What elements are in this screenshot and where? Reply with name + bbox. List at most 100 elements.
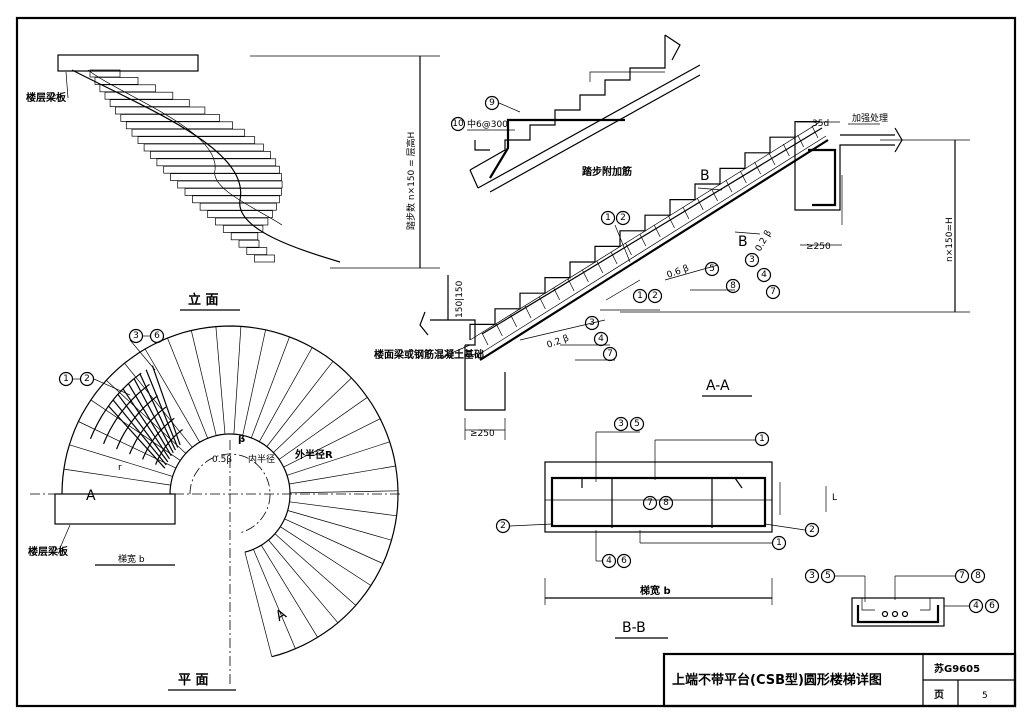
plan-tread-line [233,326,242,435]
plan-landing-beam-label: 楼层梁板 [28,545,69,558]
aa-rebar-tie [754,161,761,175]
plan-tread-line [190,330,217,436]
elevation-landing-leader [65,71,69,99]
elevation-step [177,180,283,189]
svg-text:2: 2 [620,213,626,223]
svg-text:1: 1 [605,213,611,223]
plan-inner-dashed-arc [189,453,271,534]
elevation-inner-curve [87,69,283,226]
plan-rebar-hatch-arc [89,372,142,440]
plan-tread-line [90,399,181,461]
plan-outer-radius-label: 外半径R [294,448,333,461]
plan-tread-line [266,361,334,447]
aa-rebar-top [481,127,823,335]
aa-rebar-tie [725,179,733,193]
tread-rebar-label: 踏步附加筋 [582,165,632,178]
drawing-code: 苏G9605 [934,662,980,675]
plan-tread-line [258,347,313,442]
aa-rebar-tie [682,206,690,220]
aa-bottom-support [464,345,506,411]
svg-text:5: 5 [709,264,715,274]
dim-150-label: 150|150 [455,280,465,318]
aa-callout-1-2-mid: 1 2 [600,279,663,311]
aa-rebar-tie [739,170,747,184]
dim-250-right: ≥250 [806,242,831,252]
svg-text:1: 1 [776,538,782,548]
section-aa: 35d 加强处理 ≥250 n×150=H 150|150 楼面梁或钢筋混凝土基… [374,112,970,440]
aa-callout-06beta: 0.6 β 5 8 [664,261,741,294]
svg-text:0.6 β: 0.6 β [666,263,691,280]
plan-tread-line [278,397,368,460]
elevation-step [137,136,256,144]
svg-text:2: 2 [809,525,815,535]
plan-rebar-hatch-arc [116,395,159,450]
plan-beta-label: β [238,434,245,445]
plan-tread-line [69,444,173,477]
plan-tread-line [280,526,372,586]
aa-rebar-tie [696,197,704,211]
elevation-step [99,84,156,93]
plan-steps [61,325,399,658]
mark-9 [484,95,500,111]
sheet-border [15,16,1017,708]
mark-10 [450,116,466,132]
elevation-landing-beam [57,54,199,72]
bb-width-label: 梯宽 b [640,584,671,597]
aa-slab-top [479,139,829,361]
svg-text:7: 7 [607,349,613,359]
aa-top-support [794,135,895,211]
section-aa-title: A-A [706,378,730,394]
elevation-step [238,239,260,248]
plan-tread-line [63,468,171,486]
plan-tread-line [167,337,209,439]
elevation-steps [89,69,283,263]
plan-tread-line [253,549,296,649]
plan-tread-line [289,465,396,485]
plan-view: 楼层梁板 梯宽 b A A 外半径R 内半径 0.5β β r 1 2 3 6 … [28,325,400,691]
plan-callout-1-2: 1 2 [58,371,131,396]
edge-rebar-detail: 3 5 7 8 4 6 [804,568,1000,627]
elevation-step [215,217,269,226]
plan-landing-beam [54,493,176,525]
height-dim-label: 踏步数 n×150 = 层高H [405,132,417,230]
aa-callout-02beta-left: 0.2 β 3 4 7 [519,315,618,362]
svg-text:5: 5 [634,419,640,429]
svg-text:7: 7 [770,287,776,297]
aa-rebar-tie [596,260,604,274]
elevation-step [207,210,273,218]
bar-spec-label: 中6@300 [467,118,508,130]
svg-text:4: 4 [973,601,979,611]
aa-rebar-tie [610,251,618,265]
aa-rebar-tie [639,233,647,247]
nh-dim-label: n×150=H [945,217,955,262]
aa-section-b-bottom: B [738,234,748,250]
elevation-step [156,158,277,167]
floor-note-label: 楼面梁或钢筋混凝土基础 [374,348,484,361]
plan-tread-line [268,539,339,624]
svg-text:6: 6 [154,331,160,341]
plan-tread-line [261,545,318,638]
svg-text:6: 6 [989,601,995,611]
elevation-landing-beam-label: 楼层梁板 [26,91,67,104]
plan-view-title: 平 面 [178,673,209,688]
plan-tread-line [144,348,201,443]
plan-tread-line [274,533,357,606]
aa-rebar-tie [481,332,489,346]
svg-text:3: 3 [749,255,755,265]
drawing-title: 上端不带平台(CSB型)圆形楼梯详图 [672,672,882,688]
svg-text:4: 4 [761,270,767,280]
elevation-step [125,121,233,130]
elevation-step [222,225,264,233]
aa-rebar-tie [625,242,632,256]
svg-text:0.2 β: 0.2 β [754,228,774,253]
elevation-step [184,188,282,196]
plan-width-label: 梯宽 b [118,553,145,565]
svg-text:8: 8 [730,281,736,291]
aa-callout-02beta-right: 0.2 β 3 4 7 [744,228,781,300]
bb-l-mark: L [832,493,837,503]
plan-tread-line [244,552,273,657]
plan-tread-line [283,418,381,468]
plan-tread-line [215,326,226,435]
aa-section-b-top: B [700,168,710,184]
